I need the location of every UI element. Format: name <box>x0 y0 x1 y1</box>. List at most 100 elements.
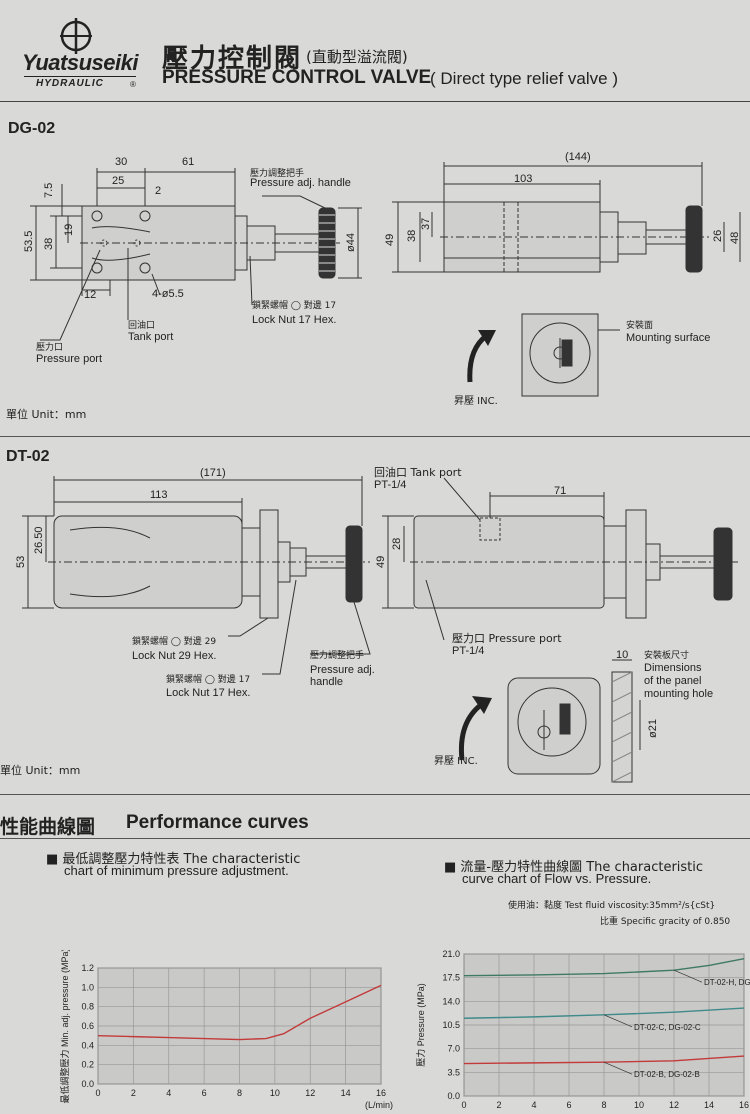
svg-text:(144): (144) <box>565 151 591 163</box>
svg-text:49: 49 <box>384 234 396 246</box>
svg-text:26.50: 26.50 <box>33 526 45 554</box>
x-tick-label: 4 <box>531 1100 536 1110</box>
y-tick-label: 0.0 <box>447 1091 460 1101</box>
y-axis-label: 壓力 Pressure (MPa) <box>415 983 426 1067</box>
x-tick-label: 6 <box>566 1100 571 1110</box>
dt02-panel-cn: 安裝板尺寸 <box>644 651 690 661</box>
y-tick-label: 3.5 <box>447 1067 460 1077</box>
svg-text:38: 38 <box>406 230 418 242</box>
x-tick-label: 10 <box>270 1088 280 1098</box>
dg02-pressure-cn: 壓力口 <box>36 343 64 353</box>
dt02-locknut29-cn: 鎖緊螺帽 ◯ 對邊 29 <box>132 637 217 647</box>
x-tick-label: 0 <box>95 1088 100 1098</box>
dt02-pressure-thread: PT-1/4 <box>452 645 485 657</box>
svg-text:71: 71 <box>554 485 566 497</box>
y-tick-label: 1.2 <box>81 963 94 973</box>
dt02-tank-label: 回油口 Tank port <box>374 466 462 479</box>
dt02-unit: 單位 Unit：mm <box>0 764 81 777</box>
series-label-leader <box>603 1061 633 1075</box>
svg-text:113: 113 <box>150 489 168 501</box>
perf-heading-en: Performance curves <box>126 812 309 833</box>
title-en-sub: ( Direct type relief valve ) <box>430 69 618 88</box>
series-line <box>463 1055 745 1065</box>
dg02-pressure-en: Pressure port <box>36 353 103 365</box>
x-tick-label: 2 <box>131 1088 136 1098</box>
dt02-locknut17-cn: 鎖緊螺帽 ◯ 對邊 17 <box>166 675 251 685</box>
y-tick-label: 0.0 <box>81 1079 94 1089</box>
dg02-tank-en: Tank port <box>128 331 174 343</box>
dt02-panel-en-3: mounting hole <box>644 688 714 700</box>
perf-right-title-1: ■ 流量-壓力特性曲線圖 The characteristic <box>444 860 704 875</box>
x-axis-label: (L/min) <box>365 1100 393 1110</box>
x-tick-label: 8 <box>237 1088 242 1098</box>
y-tick-label: 1.0 <box>81 982 94 992</box>
svg-text:103: 103 <box>514 173 532 185</box>
brand-sub: HYDRAULIC <box>36 78 104 89</box>
y-tick-label: 10.5 <box>442 1020 460 1030</box>
x-tick-label: 12 <box>305 1088 315 1098</box>
svg-text:26: 26 <box>712 230 724 242</box>
perf-left-title-2: chart of minimum pressure adjustment. <box>64 863 289 878</box>
svg-text:12: 12 <box>84 289 96 301</box>
dt02-tank-thread: PT-1/4 <box>374 479 407 491</box>
perf-right-title-2: curve chart of Flow vs. Pressure. <box>462 871 652 886</box>
dg02-unit: 單位 Unit：mm <box>6 408 87 421</box>
x-tick-label: 16 <box>739 1100 749 1110</box>
x-tick-label: 4 <box>166 1088 171 1098</box>
svg-text:(171): (171) <box>200 467 226 479</box>
y-tick-label: 0.6 <box>81 1021 94 1031</box>
x-tick-label: 6 <box>202 1088 207 1098</box>
svg-text:25: 25 <box>112 175 124 187</box>
svg-text:49: 49 <box>375 556 387 568</box>
x-tick-label: 14 <box>341 1088 351 1098</box>
y-tick-label: 0.2 <box>81 1060 94 1070</box>
y-tick-label: 21.0 <box>442 949 460 959</box>
series-label: DT-02-C, DG-02-C <box>634 1023 701 1032</box>
series-line <box>463 958 745 977</box>
x-tick-label: 2 <box>496 1100 501 1110</box>
dt02-inc-label: 昇壓 INC. <box>434 756 478 767</box>
series-label: DT-02-H, DG-02-H <box>704 978 750 987</box>
y-tick-label: 14.0 <box>442 996 460 1006</box>
series-line <box>463 1007 745 1019</box>
x-tick-label: 16 <box>376 1088 386 1098</box>
dt02-handle-en-1: Pressure adj. <box>310 664 375 676</box>
dt02-drawing: (171)113 26.50 53 71 49 28 10 ø21 <box>15 467 740 783</box>
svg-text:7.5: 7.5 <box>43 183 55 198</box>
dt02-model: DT-02 <box>6 448 50 465</box>
series-label: DT-02-B, DG-02-B <box>634 1070 700 1079</box>
dg02-mount-cn: 安裝面 <box>626 321 654 331</box>
dg02-locknut-cn: 鎖緊螺帽 ◯ 對邊 17 <box>252 301 337 311</box>
dg02-hole-dim: 4-ø5.5 <box>152 288 184 300</box>
y-axis-label: 最低調整壓力 Min. adj. pressure (MPa) <box>59 950 70 1104</box>
svg-text:37: 37 <box>420 218 432 230</box>
x-tick-label: 12 <box>669 1100 679 1110</box>
series-label-leader <box>673 969 703 983</box>
dt02-panel-en-1: Dimensions <box>644 662 702 674</box>
brand-emblem-icon <box>60 18 92 54</box>
svg-text:2: 2 <box>155 185 161 197</box>
svg-text:28: 28 <box>391 538 403 550</box>
dg02-inc-label: 昇壓 INC. <box>454 396 498 407</box>
y-tick-label: 0.4 <box>81 1040 94 1050</box>
series-line <box>97 984 382 1041</box>
dg02-model: DG-02 <box>8 120 56 137</box>
svg-text:19: 19 <box>63 224 75 236</box>
svg-text:ø44: ø44 <box>345 233 357 252</box>
y-tick-label: 17.5 <box>442 973 460 983</box>
svg-text:48: 48 <box>729 232 741 244</box>
svg-text:53: 53 <box>15 556 27 568</box>
title-cn-sub: (直動型溢流閥) <box>306 48 408 66</box>
title-en: PRESSURE CONTROL VALVE <box>162 67 432 88</box>
x-tick-label: 8 <box>601 1100 606 1110</box>
dg02-locknut-en: Lock Nut 17 Hex. <box>252 314 337 326</box>
fluid-info-1: 使用油：黏度 Test fluid viscosity:35mm²/s{cSt} <box>508 901 716 911</box>
dt02-locknut29-en: Lock Nut 29 Hex. <box>132 650 217 662</box>
dt02-handle-cn: 壓力調整把手 <box>310 651 365 661</box>
brand-mark: ® <box>130 80 136 89</box>
y-tick-label: 7.0 <box>447 1044 460 1054</box>
x-tick-label: 10 <box>634 1100 644 1110</box>
